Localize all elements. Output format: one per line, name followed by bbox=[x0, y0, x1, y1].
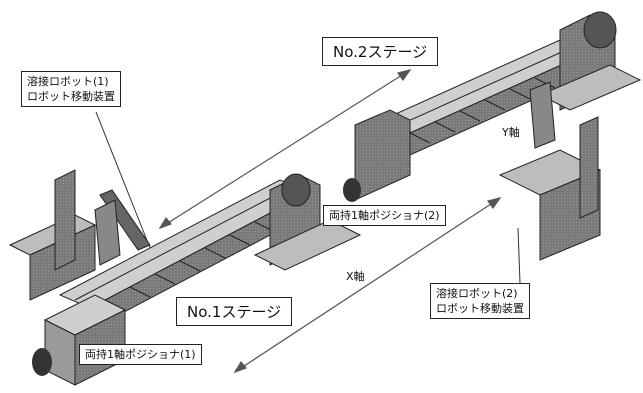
x-axis-label: X軸 bbox=[346, 270, 365, 283]
stage-direction-arrow bbox=[158, 69, 412, 230]
y-axis-label: Y軸 bbox=[502, 126, 520, 139]
robot-2-label-line1: 溶接ロボット(2) bbox=[436, 287, 518, 300]
robot-1-arm bbox=[94, 189, 151, 266]
positioner-1-label: 両持1軸ポジショナ(1) bbox=[79, 344, 202, 365]
robot-1-label-line1: 溶接ロボット(1) bbox=[27, 75, 109, 88]
positioner-1 bbox=[32, 173, 362, 386]
leader-lines bbox=[95, 111, 521, 284]
positioner-2 bbox=[343, 11, 642, 202]
no2-stage-label: No.2ステージ bbox=[322, 37, 439, 66]
no1-base bbox=[8, 169, 97, 301]
robot-2-base bbox=[498, 81, 602, 261]
positioner-2-label: 両持1軸ポジショナ(2) bbox=[323, 205, 446, 226]
robot-1-label-line2: ロボット移動装置 bbox=[27, 90, 115, 103]
robot-1-label: 溶接ロボット(1) ロボット移動装置 bbox=[21, 71, 121, 107]
x-axis-arrow bbox=[233, 197, 502, 374]
robot-2-label: 溶接ロボット(2) ロボット移動装置 bbox=[430, 283, 530, 319]
no1-stage-label: No.1ステージ bbox=[176, 297, 293, 326]
robot-2-label-line2: ロボット移動装置 bbox=[436, 302, 524, 315]
